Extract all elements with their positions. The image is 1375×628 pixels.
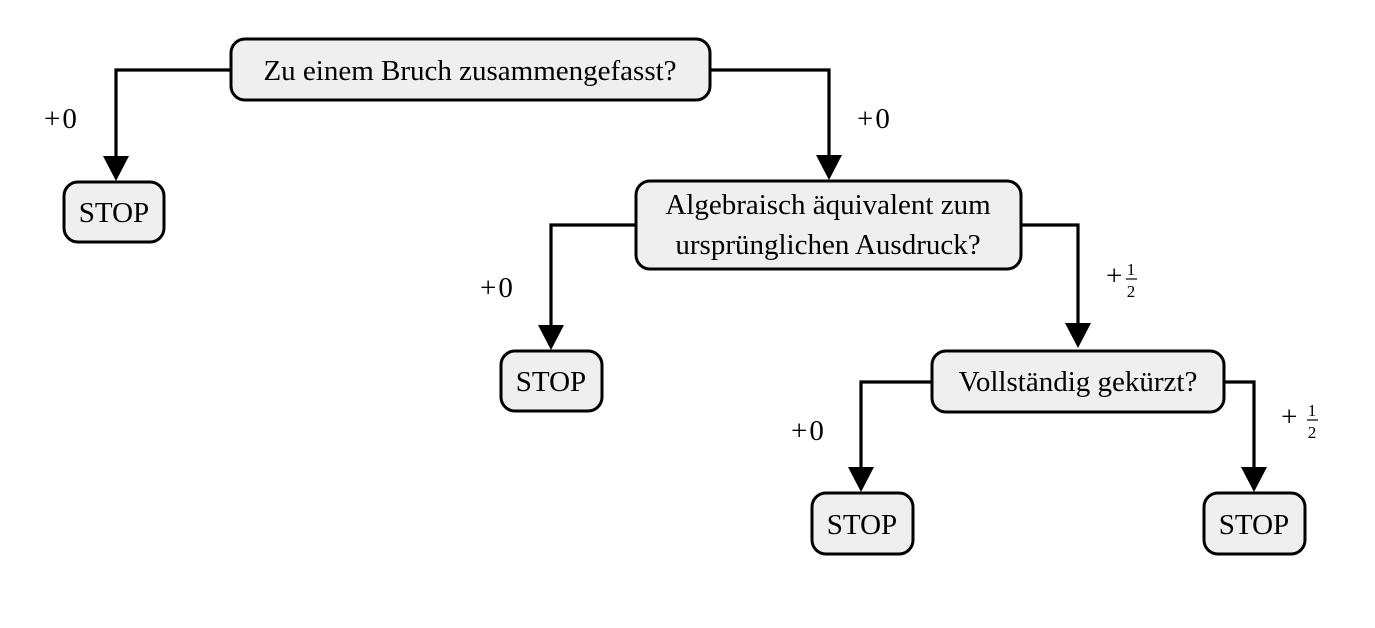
decision-node-q3: Vollständig gekürzt? bbox=[930, 349, 1226, 414]
edge-q3-stop4 bbox=[1224, 380, 1256, 469]
svg-text:Vollständig gekürzt?: Vollständig gekürzt? bbox=[959, 366, 1198, 398]
edge-label-q1-stop1: +0 bbox=[44, 103, 77, 135]
edge-labels: +0 +0 +0 + 1 2 +0 + 1 2 bbox=[44, 103, 1318, 447]
svg-text:Algebraisch äquivalent zum: Algebraisch äquivalent zum bbox=[665, 189, 991, 221]
edge-q1-stop1 bbox=[114, 68, 231, 158]
svg-text:STOP: STOP bbox=[827, 509, 897, 541]
fraction-denominator: 2 bbox=[1308, 423, 1317, 442]
fraction-numerator: 1 bbox=[1127, 260, 1136, 279]
edge-label-q3-stop4: + 1 2 bbox=[1281, 401, 1318, 442]
edge-q2-stop2 bbox=[549, 223, 636, 327]
fraction-numerator: 1 bbox=[1308, 401, 1317, 420]
edge-q2-q3 bbox=[1021, 223, 1080, 325]
decision-node-q1: Zu einem Bruch zusammengefasst? bbox=[229, 37, 712, 102]
arrowhead-icon bbox=[1241, 467, 1267, 492]
edges bbox=[103, 68, 1267, 492]
stop-node-4: STOP bbox=[1202, 491, 1307, 556]
svg-text:ursprünglichen Ausdruck?: ursprünglichen Ausdruck? bbox=[675, 229, 980, 261]
fraction-denominator: 2 bbox=[1127, 282, 1136, 301]
svg-text:+: + bbox=[1281, 401, 1297, 433]
decision-node-q2: Algebraisch äquivalent zum ursprüngliche… bbox=[634, 179, 1023, 271]
edge-q1-q2 bbox=[710, 68, 831, 157]
arrowhead-icon bbox=[538, 325, 564, 350]
arrowhead-icon bbox=[103, 156, 129, 181]
edge-label-q1-q2: +0 bbox=[857, 103, 890, 135]
stop-node-2: STOP bbox=[499, 349, 604, 413]
svg-text:STOP: STOP bbox=[1219, 509, 1289, 541]
arrowhead-icon bbox=[848, 467, 874, 492]
svg-text:+: + bbox=[1106, 260, 1122, 292]
edge-label-q2-stop2: +0 bbox=[480, 272, 513, 304]
edge-q3-stop3 bbox=[859, 380, 932, 469]
svg-text:STOP: STOP bbox=[79, 197, 149, 229]
svg-text:STOP: STOP bbox=[516, 366, 586, 398]
svg-text:Zu einem Bruch zusammengefasst: Zu einem Bruch zusammengefasst? bbox=[263, 55, 676, 87]
stop-node-3: STOP bbox=[810, 491, 915, 556]
arrowhead-icon bbox=[816, 155, 842, 180]
stop-node-1: STOP bbox=[62, 180, 166, 244]
edge-label-q2-q3: + 1 2 bbox=[1106, 260, 1137, 301]
edge-label-q3-stop3: +0 bbox=[791, 415, 824, 447]
arrowhead-icon bbox=[1065, 323, 1091, 348]
